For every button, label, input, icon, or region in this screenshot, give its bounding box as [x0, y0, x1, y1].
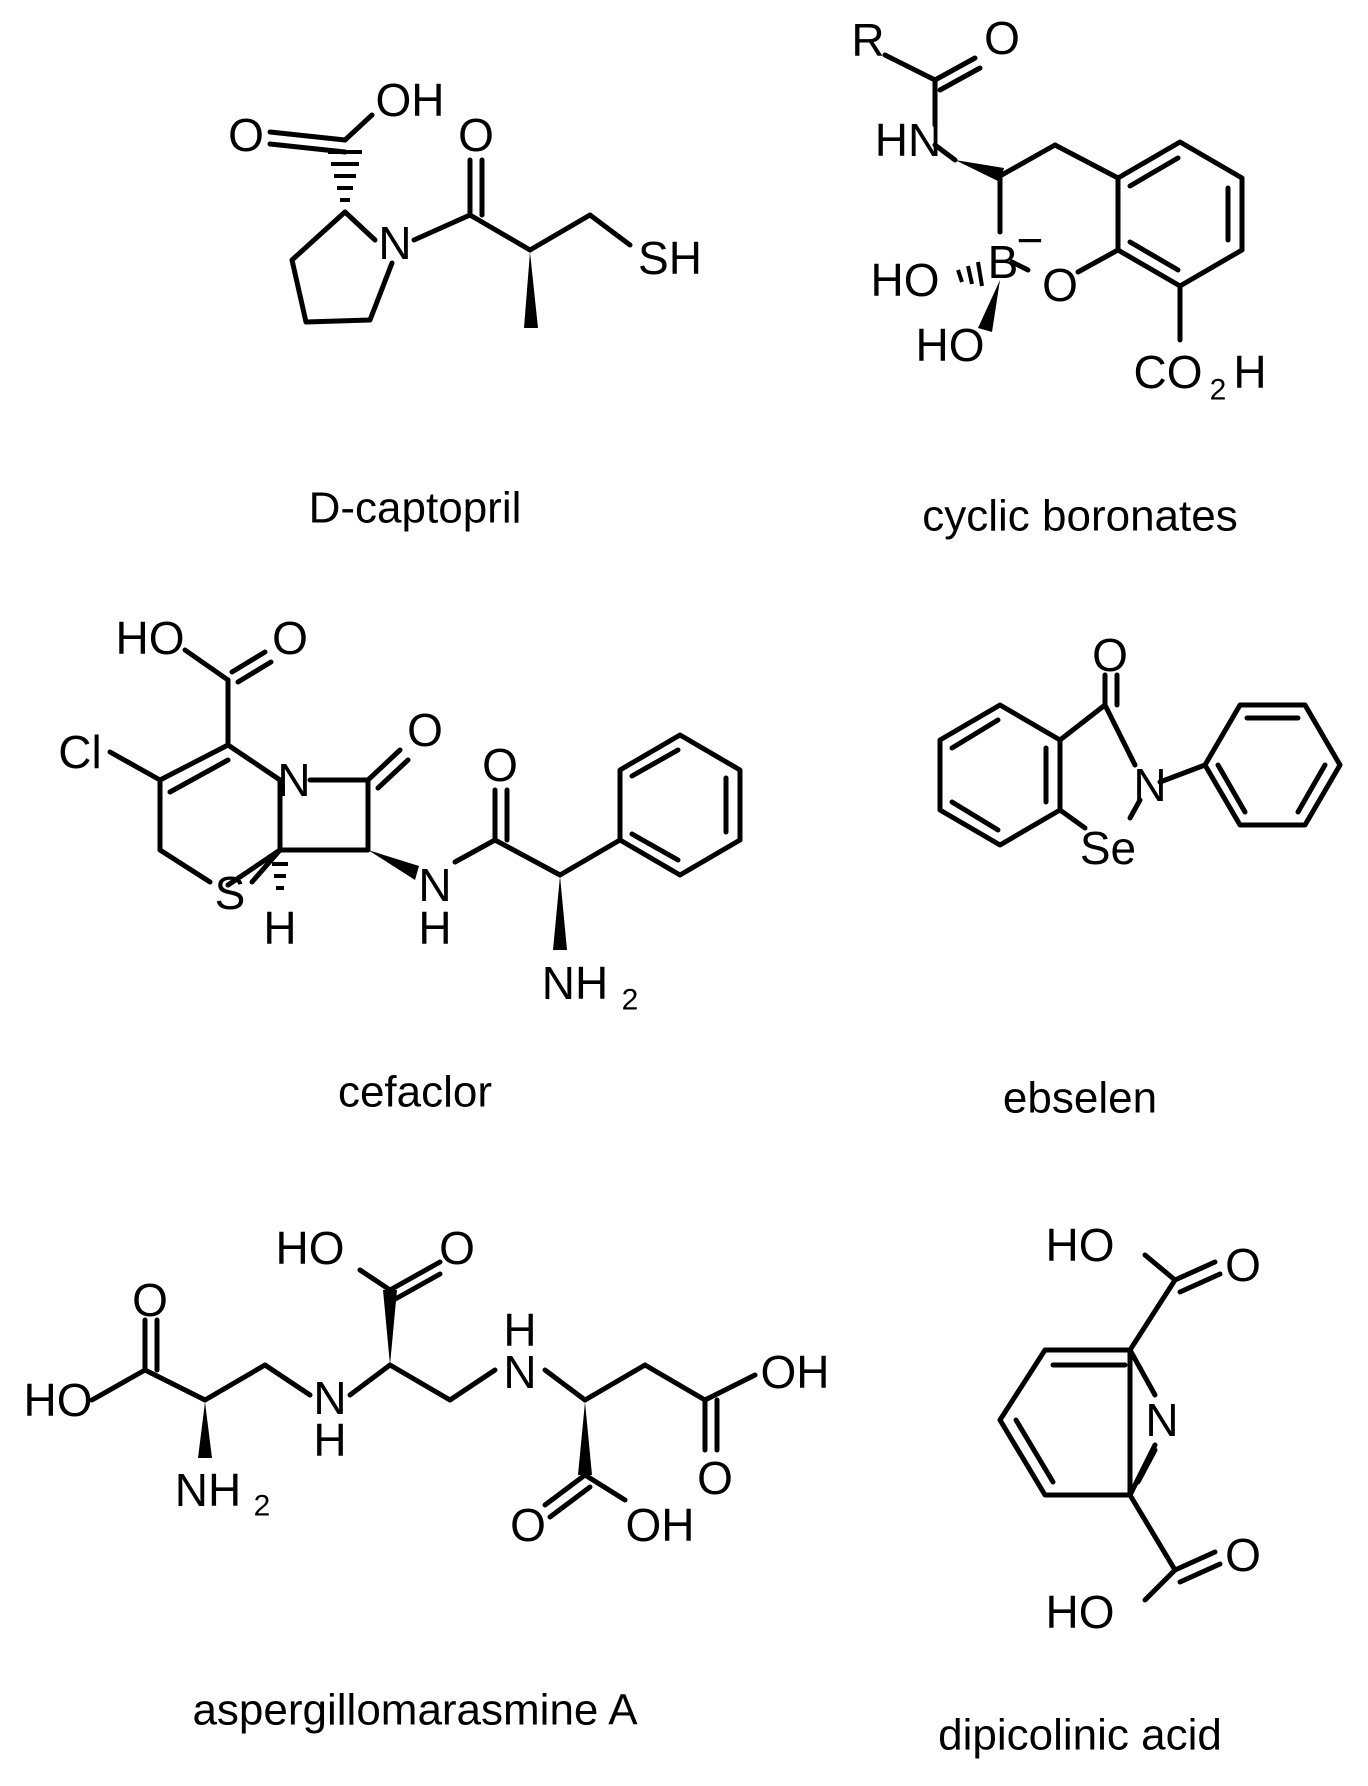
- atom-label: HN: [875, 114, 941, 166]
- atom-label: N: [503, 1346, 536, 1398]
- atom-label: O: [984, 12, 1020, 64]
- atom-label: Cl: [58, 726, 101, 778]
- atom-label: N: [1133, 759, 1166, 811]
- atom-label: NH: [175, 1464, 241, 1516]
- atom-label: O: [458, 109, 494, 161]
- structure-ebselen: O N Se ebselen: [937, 629, 1343, 1123]
- atom-label: O: [1225, 1529, 1261, 1581]
- atom-label: HO: [916, 319, 985, 371]
- hashed-bond: [956, 261, 984, 287]
- atom-label: O: [510, 1499, 546, 1551]
- compound-name: cyclic boronates: [922, 492, 1237, 541]
- atom-label: HO: [276, 1222, 345, 1274]
- atom-label: O: [272, 612, 308, 664]
- atom-label: HO: [24, 1374, 93, 1426]
- atom-label: CO: [1134, 346, 1203, 398]
- atom-label: OH: [626, 1499, 695, 1551]
- atom-label: N: [418, 859, 451, 911]
- structure-dipicolinic-acid: HO O N O HO dipicolinic acid: [938, 1219, 1261, 1760]
- atom-label: OH: [376, 74, 445, 126]
- atom-label: N: [1145, 1394, 1178, 1446]
- atom-label: S: [215, 867, 246, 919]
- atom-label: HO: [1046, 1586, 1115, 1638]
- hashed-bond: [328, 150, 362, 202]
- atom-label: B: [988, 236, 1019, 288]
- structure-cyclic-boronates: R O HN B − O HO HO CO 2 H cyclic boronat…: [851, 12, 1266, 541]
- atom-label: SH: [638, 232, 702, 284]
- compound-name: ebselen: [1003, 1074, 1157, 1123]
- compound-name: D-captopril: [309, 484, 522, 533]
- atom-label: H: [503, 1304, 536, 1356]
- atom-label: N: [277, 754, 310, 806]
- atom-label: O: [132, 1274, 168, 1326]
- atom-label: 2: [1210, 374, 1227, 407]
- atom-label: N: [313, 1372, 346, 1424]
- atom-label: HO: [1046, 1219, 1115, 1271]
- atom-label: O: [1092, 629, 1128, 681]
- atom-label: 2: [254, 1490, 271, 1523]
- atom-label: N: [378, 217, 411, 269]
- atom-label: H: [313, 1414, 346, 1466]
- atom-label: H: [1233, 346, 1266, 398]
- atom-label: O: [228, 109, 264, 161]
- structure-cefaclor: HO O Cl N O S H N H O NH 2 cefaclor: [58, 612, 743, 1117]
- atom-label: 2: [622, 984, 639, 1017]
- atom-label: O: [697, 1452, 733, 1504]
- atom-label: H: [418, 902, 451, 954]
- atom-label: HO: [871, 254, 940, 306]
- hashed-bond: [272, 862, 288, 890]
- structure-aspergillomarasmine-a: HO O NH 2 N H HO O H N OH O O OH aspergi…: [24, 1222, 830, 1735]
- structure-d-captopril: N O OH O SH D-captopril: [228, 74, 702, 533]
- atom-label: O: [1042, 259, 1078, 311]
- atom-label: −: [1017, 214, 1044, 266]
- atom-label: R: [851, 14, 884, 66]
- atom-label: O: [482, 739, 518, 791]
- compound-name: dipicolinic acid: [938, 1711, 1222, 1760]
- atom-label: O: [407, 704, 443, 756]
- atom-label: O: [1225, 1239, 1261, 1291]
- atom-label: OH: [761, 1346, 830, 1398]
- compound-name: cefaclor: [338, 1068, 492, 1117]
- atom-label: Se: [1080, 822, 1136, 874]
- atom-label: HO: [116, 612, 185, 664]
- atom-label: NH: [542, 957, 608, 1009]
- atom-label: H: [263, 902, 296, 954]
- compound-name: aspergillomarasmine A: [192, 1686, 638, 1735]
- atom-label: O: [439, 1222, 475, 1274]
